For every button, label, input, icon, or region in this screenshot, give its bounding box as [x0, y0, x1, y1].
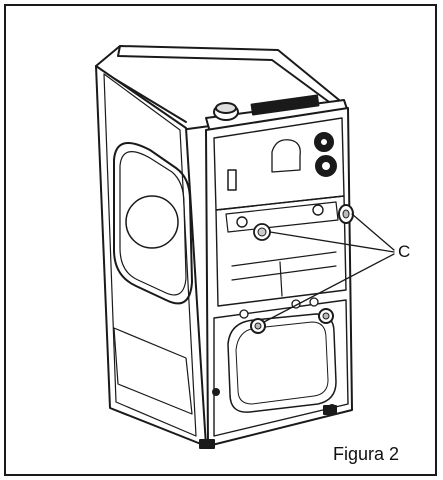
bottom-feet: [199, 405, 337, 449]
feet-c: [250, 204, 354, 334]
display-slot: [250, 94, 320, 116]
figure-caption: Figura 2: [333, 444, 400, 464]
dryer-rear-panel: [205, 107, 353, 447]
door-outline: [113, 141, 193, 305]
callout-label-c: C: [398, 242, 411, 261]
door-window: [125, 195, 179, 249]
callout-lines: [263, 213, 395, 323]
access-panel: [227, 313, 337, 413]
